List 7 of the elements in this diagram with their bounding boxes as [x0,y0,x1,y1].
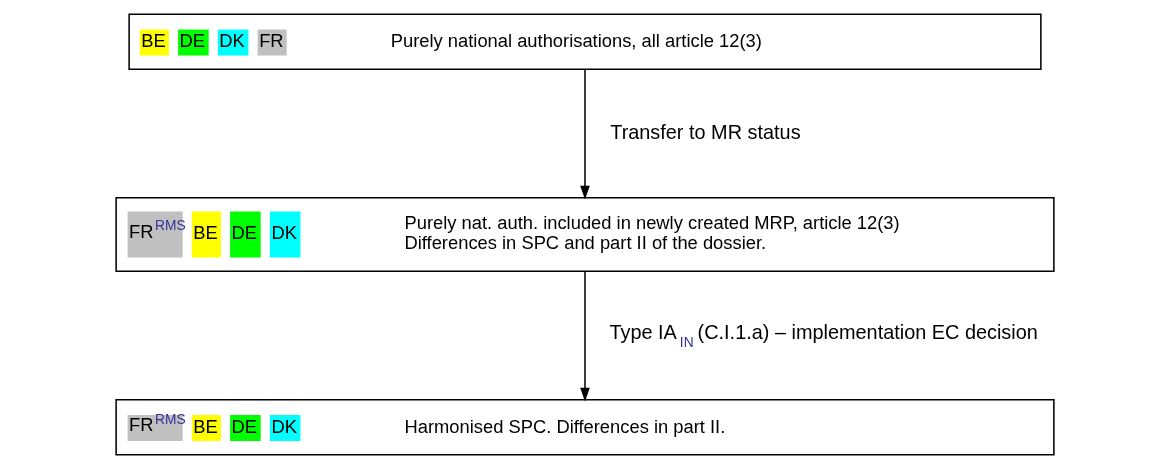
arrow [580,270,590,402]
edge-label: Transfer to MR status [610,120,801,143]
arrow [580,68,590,200]
node-box: FR$^{RMS}$ BE DE DK Harmonised SPC. Differences in part II. [115,398,1055,456]
node-box: FR$^{RMS}$ BE DE DK Purely nat. auth. included in newly created MRP, article 12(3) Differences in SPC and part II of the dossier. [115,197,1055,272]
edge-label: Type IA$_{IN}$ (C.I.1.a) – implementation EC decision [609,321,1038,350]
node-box: BE DE DK FR Purely national authorisations, all article 12(3) [128,13,1042,71]
